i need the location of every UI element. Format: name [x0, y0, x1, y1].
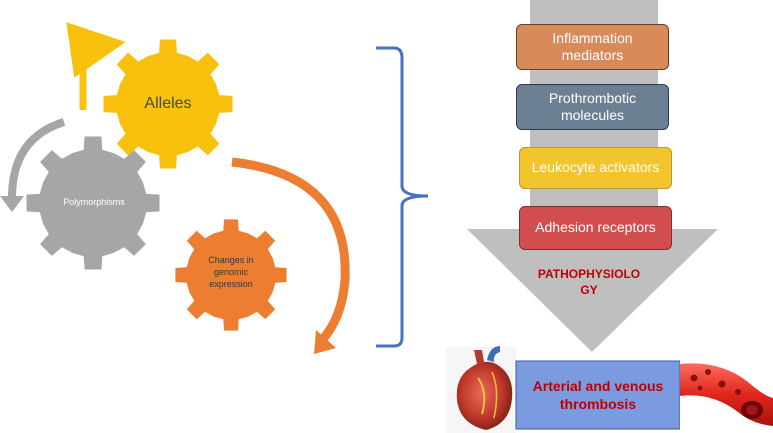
mediator-leukocyte: Leukocyte activators — [519, 147, 672, 189]
pathophysiology-arrow — [467, 229, 718, 352]
outcome-box — [515, 360, 681, 430]
alleles-gear-label: Alleles — [144, 95, 192, 112]
expression-gear-icon — [175, 219, 287, 331]
polymorphisms-gear-icon — [26, 136, 160, 270]
expression-arrow-icon — [231, 157, 350, 344]
polymorphisms-gear-label: Polymorphisms — [63, 197, 125, 207]
mediator-adhesion: Adhesion receptors — [519, 206, 672, 250]
heart-image — [446, 346, 516, 433]
polymorphisms-arrow-icon — [8, 118, 66, 199]
grouping-brace — [376, 46, 429, 348]
outcome-label: Arterial and venous thrombosis — [532, 377, 664, 412]
mediator-prothrombotic: Prothrombotic molecules — [516, 84, 669, 130]
expression-gear-label: Changes in genomic expression — [208, 255, 254, 289]
alleles-arrow-icon — [66, 22, 126, 110]
alleles-gear-icon — [103, 39, 233, 169]
mediator-inflammation: Inflammation mediators — [516, 24, 669, 70]
pathophysiology-label: PATHOPHYSIOLO GY — [537, 266, 641, 297]
blood-vessel-clot-image — [680, 360, 773, 430]
